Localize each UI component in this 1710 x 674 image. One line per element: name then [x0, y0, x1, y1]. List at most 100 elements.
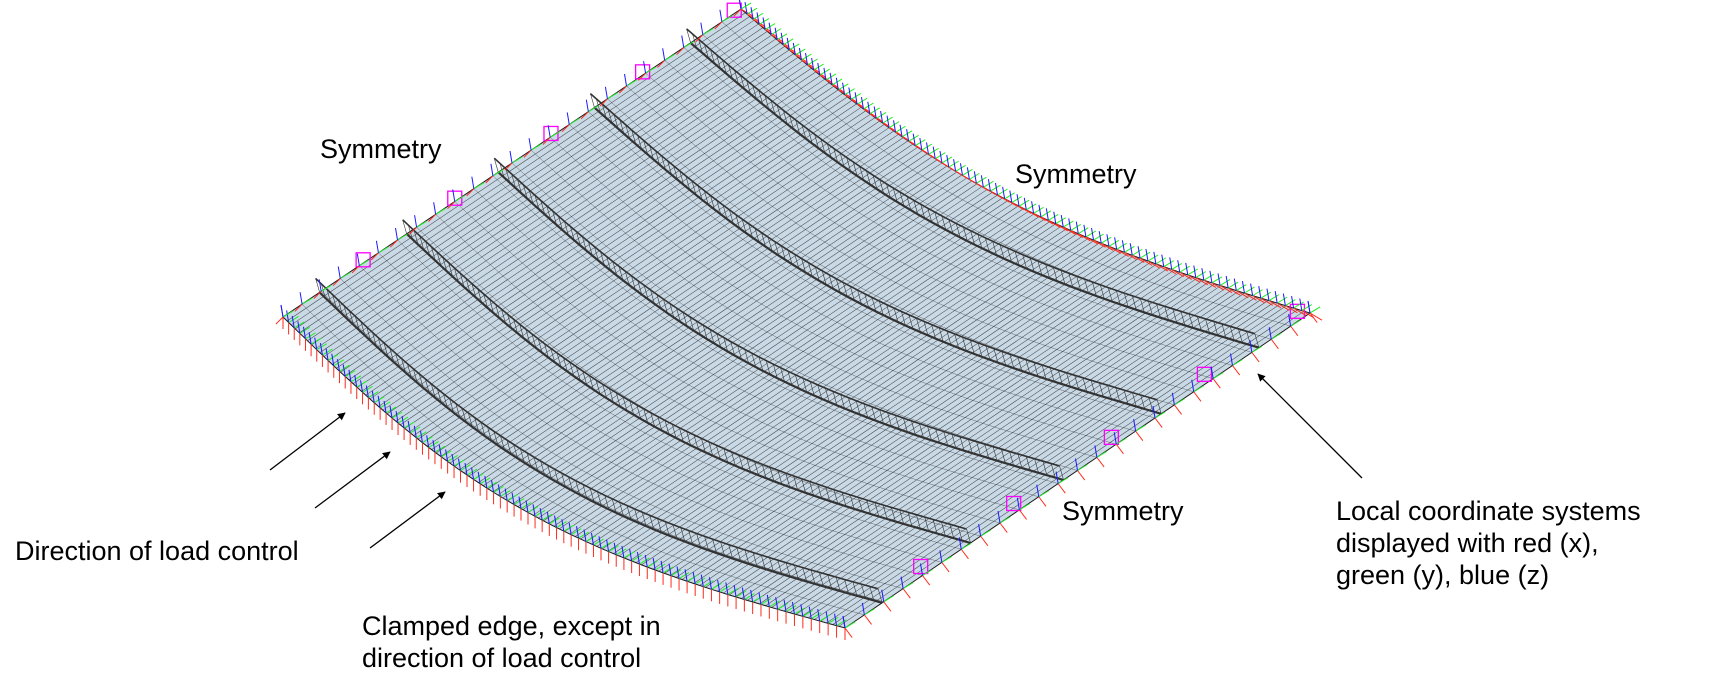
z-axis-mark: [375, 240, 379, 253]
z-axis-mark: [491, 480, 495, 493]
z-axis-mark: [1249, 340, 1253, 353]
z-axis-mark: [906, 129, 910, 142]
stiffener-web-line: [712, 539, 717, 554]
stiffener-web-line: [957, 526, 963, 541]
y-axis-mark: [593, 538, 604, 546]
y-axis-mark: [1155, 257, 1167, 265]
stiffener-web-line: [590, 93, 595, 108]
z-axis-mark: [800, 604, 804, 617]
stiffener-web-line: [511, 174, 516, 189]
stiffener-web-line: [649, 145, 654, 160]
x-axis-mark: [1187, 274, 1201, 283]
stiffener-web-line: [746, 458, 752, 473]
y-axis-mark: [976, 176, 987, 184]
stiffener-web-line: [493, 158, 499, 173]
z-axis-mark: [854, 92, 858, 105]
stiffener-web-line: [999, 244, 1005, 259]
stiffener-web-line: [720, 541, 725, 556]
z-axis-mark: [668, 563, 672, 576]
z-axis-mark: [554, 515, 558, 528]
mesh-line-longitudinal: [626, 85, 1194, 393]
stiffener-web-line: [907, 512, 913, 527]
stiffener-web-line: [835, 577, 841, 592]
stiffener-web-line: [941, 215, 947, 231]
z-axis-mark: [1091, 227, 1095, 241]
z-axis-mark: [926, 142, 929, 155]
z-axis-mark: [1113, 432, 1117, 445]
x-axis-mark: [332, 278, 341, 287]
stiffener-web-line: [671, 424, 677, 439]
stiffener-web-line: [1034, 458, 1039, 473]
z-axis-mark: [643, 61, 647, 74]
x-axis-mark: [1135, 430, 1144, 442]
z-axis-mark: [1053, 211, 1057, 224]
y-axis-mark: [435, 207, 446, 215]
stiffener-web-line: [454, 267, 459, 282]
mesh-line-longitudinal: [454, 201, 1020, 511]
stiffener-web-line: [809, 381, 815, 396]
z-axis-mark: [700, 574, 704, 587]
x-axis-mark: [485, 175, 494, 184]
y-axis-mark: [339, 364, 350, 372]
z-axis-mark: [823, 67, 827, 81]
stiffener-web-line: [570, 226, 575, 241]
x-axis-mark: [941, 562, 950, 573]
y-axis-mark: [760, 598, 772, 605]
load-direction-arrows: [269, 412, 446, 549]
stiffener-web-line: [1076, 276, 1081, 291]
stiffener-web-line: [850, 286, 855, 301]
z-axis-mark: [946, 155, 950, 168]
stiffener-web-line: [704, 190, 709, 205]
z-axis-mark: [805, 52, 809, 66]
z-axis-mark: [432, 440, 436, 453]
z-axis-mark: [1055, 471, 1059, 484]
stiffener-web-line: [852, 161, 858, 177]
y-axis-mark: [785, 605, 797, 613]
y-axis-mark: [1019, 503, 1030, 511]
z-axis-mark: [299, 292, 303, 305]
z-axis-mark: [1068, 218, 1072, 231]
stiffener-web-line: [1041, 364, 1047, 380]
y-axis-mark: [1011, 196, 1023, 203]
z-axis-mark: [1268, 327, 1272, 340]
frame-box: [355, 252, 371, 268]
stiffener-web-line: [459, 273, 465, 288]
stiffener-web-line: [575, 480, 581, 495]
y-axis-mark: [1139, 251, 1151, 259]
stiffener-web-line: [332, 294, 337, 309]
stiffener-web-line: [841, 492, 847, 507]
z-axis-mark: [766, 594, 770, 607]
mesh-line-longitudinal: [492, 175, 1059, 484]
stiffener-web-line: [802, 378, 808, 393]
y-axis-mark: [623, 551, 635, 559]
stiffener-web-line: [389, 348, 395, 363]
y-axis-mark: [683, 41, 695, 48]
z-axis-mark: [1016, 194, 1020, 207]
y-axis-mark: [969, 172, 980, 180]
z-axis-mark: [1288, 314, 1292, 327]
stiffener-web-line: [819, 572, 824, 587]
stiffener-web-line: [879, 179, 885, 194]
stiffener-web-line: [722, 205, 728, 220]
stiffener-web-line: [540, 200, 546, 215]
stiffener-web-line: [604, 495, 610, 510]
stiffener-web-line: [643, 140, 648, 155]
stiffener-web-line: [413, 230, 419, 245]
z-axis-mark: [1258, 286, 1262, 299]
stiffener-web-line: [908, 314, 914, 329]
stiffener-web-line: [619, 502, 624, 517]
stiffener-web-line: [951, 434, 957, 449]
z-axis-mark: [331, 353, 335, 366]
frame-box: [726, 2, 742, 18]
stiffener-web-line: [959, 436, 965, 451]
stiffener-web-line: [728, 544, 733, 559]
stiffener-web-line: [832, 391, 838, 406]
z-axis-mark: [692, 571, 696, 585]
stiffener-web-line: [455, 403, 461, 418]
stiffener-web-line: [852, 581, 858, 596]
stiffener-web-line: [827, 143, 832, 158]
stiffener-web-line: [737, 345, 742, 360]
z-axis-mark: [738, 0, 742, 10]
stiffener-web-line: [1058, 370, 1063, 385]
y-axis-mark: [631, 554, 642, 562]
